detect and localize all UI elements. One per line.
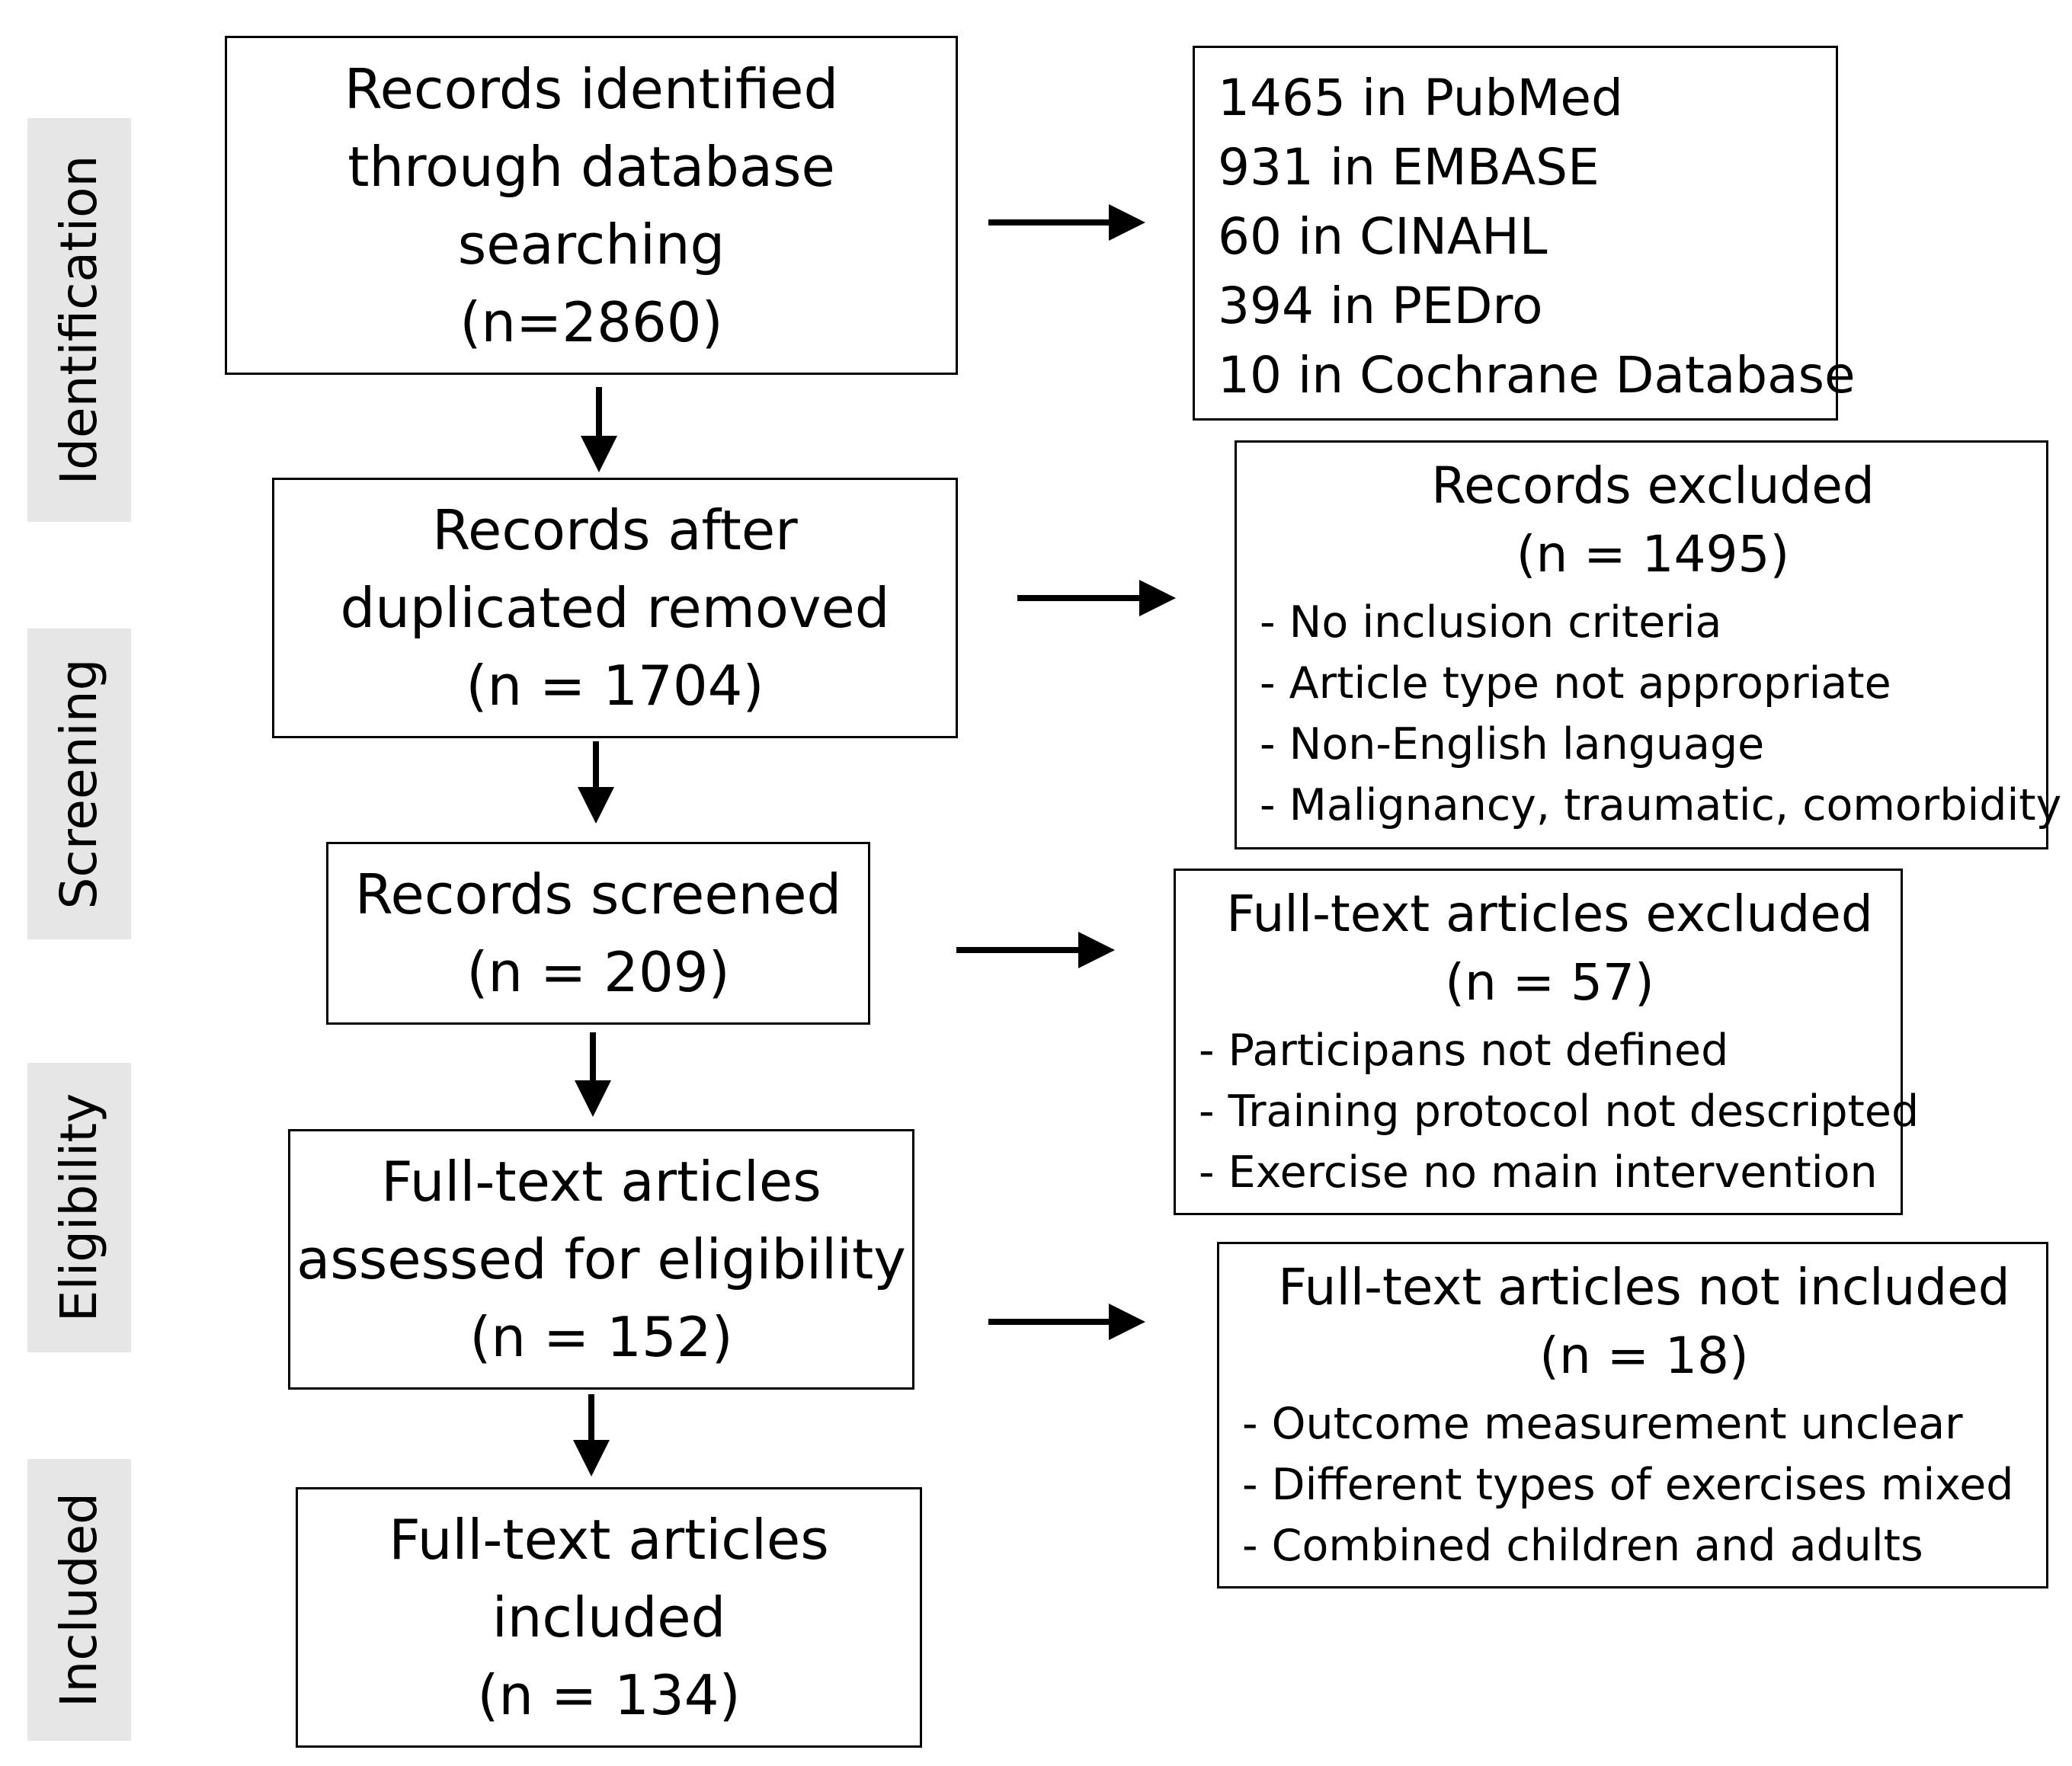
fulltext-excluded-reason: - Training protocol not descripted (1199, 1086, 1920, 1137)
assessed-line-1: Full-text articles (381, 1150, 821, 1214)
stage-label-identification-text: Identification (50, 155, 108, 485)
included-box: Full-text articles included (n = 134) (296, 1487, 922, 1748)
assessed-line-2: assessed for eligibility (296, 1227, 906, 1291)
assessed-box: Full-text articles assessed for eligibil… (288, 1129, 914, 1390)
stage-label-eligibility: Eligibility (27, 1063, 131, 1352)
stage-label-identification: Identification (27, 118, 131, 522)
screened-line-1: Records screened (354, 862, 842, 926)
identified-box: Records identified through database sear… (225, 36, 958, 375)
included-count: (n = 134) (477, 1663, 741, 1727)
assessed-count: (n = 152) (469, 1305, 733, 1369)
not-included-reason: - Combined children and adults (1242, 1521, 1923, 1571)
not-included-reason: - Different types of exercises mixed (1242, 1460, 2014, 1510)
database-item: 931 in EMBASE (1218, 138, 1600, 197)
screened-count: (n = 209) (466, 940, 730, 1004)
database-item: 1465 in PubMed (1218, 69, 1623, 127)
not-included-box: Full-text articles not included (n = 18)… (1217, 1242, 2048, 1588)
not-included-count: (n = 18) (1539, 1326, 1749, 1385)
included-line-2: included (492, 1585, 726, 1649)
stage-label-eligibility-text: Eligibility (50, 1093, 108, 1323)
deduplicated-line-1: Records after (432, 498, 798, 562)
not-included-title: Full-text articles not included (1278, 1258, 2010, 1317)
identified-line-1: Records identified (344, 56, 839, 121)
database-item: 394 in PEDro (1218, 277, 1543, 335)
fulltext-excluded-box: Full-text articles excluded (n = 57) - P… (1174, 869, 1920, 1215)
identified-line-3: searching (457, 212, 725, 277)
database-item: 10 in Cochrane Database (1218, 346, 1856, 405)
fulltext-excluded-title: Full-text articles excluded (1226, 885, 1873, 943)
included-line-1: Full-text articles (389, 1508, 829, 1572)
fulltext-excluded-reason: - Exercise no main intervention (1199, 1147, 1878, 1198)
databases-box: 1465 in PubMed 931 in EMBASE 60 in CINAH… (1193, 46, 1856, 421)
database-item: 60 in CINAHL (1218, 207, 1548, 266)
records-excluded-reason: - Malignancy, traumatic, comorbidity (1260, 780, 2062, 830)
deduplicated-count: (n = 1704) (466, 654, 764, 718)
stage-label-screening-text: Screening (50, 658, 108, 910)
records-excluded-reason: - Article type not appropriate (1260, 658, 1891, 709)
records-excluded-count: (n = 1495) (1516, 525, 1790, 584)
records-excluded-reason: - No inclusion criteria (1260, 597, 1722, 648)
fulltext-excluded-reason: - Participans not defined (1199, 1025, 1729, 1076)
screened-box: Records screened (n = 209) (326, 842, 870, 1025)
deduplicated-box: Records after duplicated removed (n = 17… (272, 478, 958, 738)
stage-label-screening: Screening (27, 629, 131, 939)
not-included-reason: - Outcome measurement unclear (1242, 1399, 1963, 1449)
stage-label-included: Included (27, 1459, 131, 1741)
records-excluded-box: Records excluded (n = 1495) - No inclusi… (1235, 440, 2062, 849)
records-excluded-reason: - Non-English language (1260, 719, 1765, 769)
identified-line-2: through database (347, 134, 835, 199)
stage-label-included-text: Included (50, 1492, 108, 1708)
identified-count: (n=2860) (460, 290, 723, 354)
fulltext-excluded-count: (n = 57) (1445, 953, 1654, 1012)
records-excluded-title: Records excluded (1431, 456, 1875, 515)
deduplicated-line-2: duplicated removed (340, 576, 890, 640)
